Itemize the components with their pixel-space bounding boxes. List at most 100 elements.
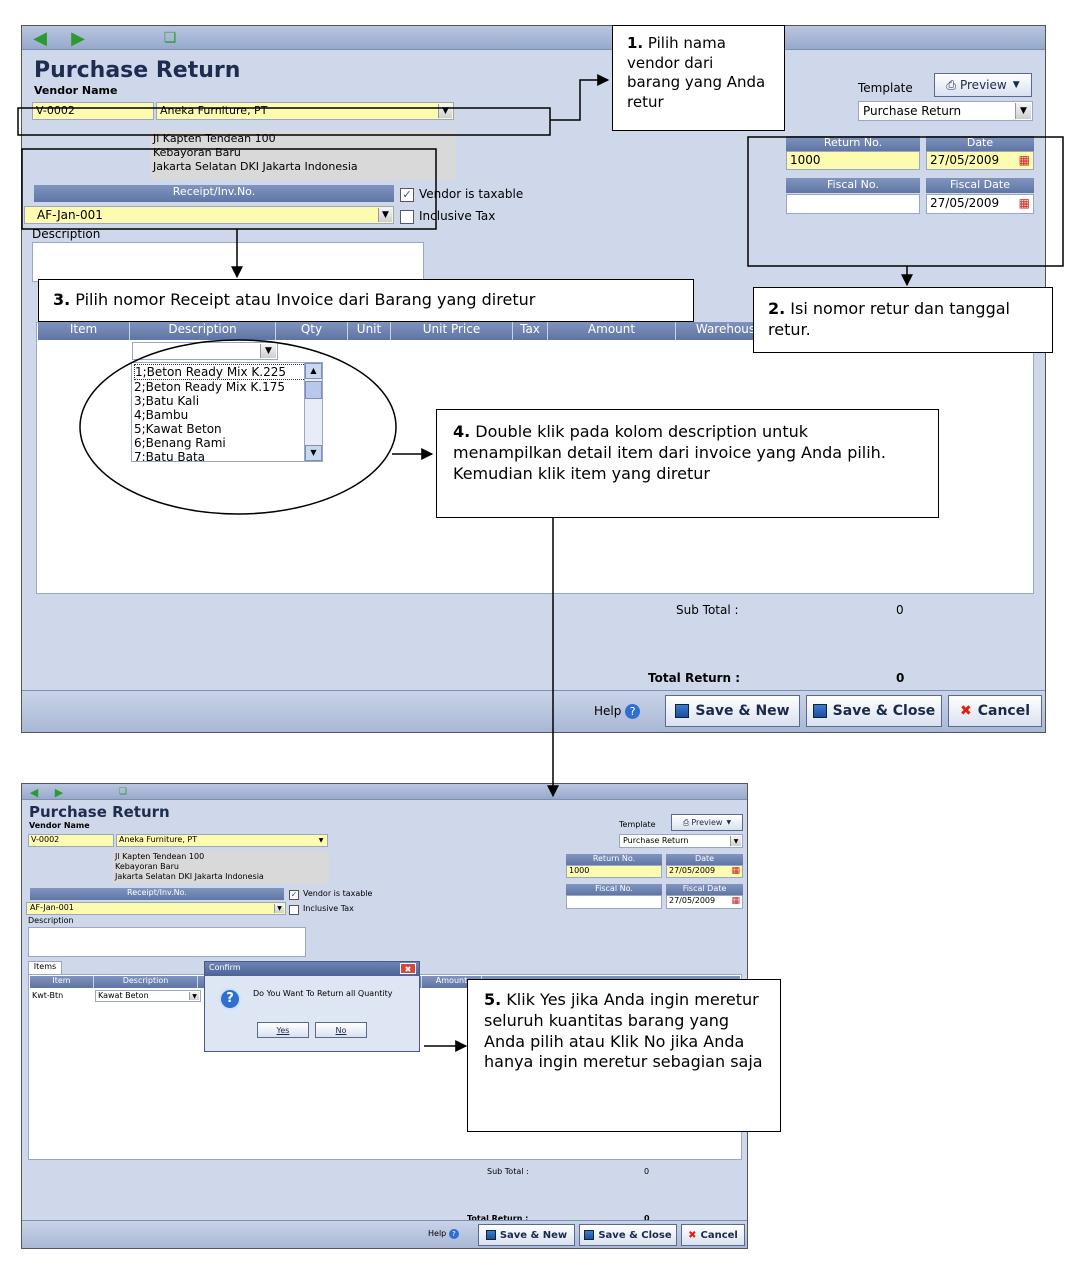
row-description-select[interactable]: Kawat Beton▼ (95, 990, 201, 1002)
return-no-header: Return No. (566, 854, 662, 865)
vendor-name-select[interactable]: Aneka Furniture, PT▼ (156, 102, 454, 120)
confirm-titlebar: Confirm ✖ (205, 962, 419, 976)
fiscal-no-field[interactable] (566, 895, 662, 909)
confirm-title: Confirm (209, 963, 241, 972)
vendor-taxable-checkbox[interactable]: ✓ (400, 188, 414, 202)
close-icon[interactable]: ✖ (400, 963, 416, 974)
chevron-down-icon[interactable]: ▼ (438, 104, 452, 118)
chevron-down-icon[interactable]: ▼ (318, 837, 324, 844)
vendor-taxable-label: Vendor is taxable (419, 187, 524, 201)
vendor-name-value: Aneka Furniture, PT (119, 835, 198, 844)
description-label: Description (32, 227, 101, 241)
back-arrow-icon[interactable]: ◀ (29, 785, 39, 799)
tab-items[interactable]: Items (28, 961, 62, 974)
help-link[interactable]: Help ? (594, 704, 641, 719)
action-bar: Help ? Save & New Save & Close ✖Cancel (22, 1220, 747, 1248)
no-button[interactable]: No (315, 1022, 367, 1038)
purchase-return-window-1: ◀ ▶ ❏ Purchase Return Vendor Name V-0002… (21, 25, 1046, 733)
fiscal-date-header: Fiscal Date (666, 884, 743, 895)
vendor-id-field[interactable]: V-0002 (32, 102, 154, 120)
item-dropdown-list[interactable]: 1;Beton Ready Mix K.225 2;Beton Ready Mi… (131, 362, 323, 462)
back-arrow-icon[interactable]: ◀ (33, 27, 47, 49)
fiscal-date-value: 27/05/2009 (930, 196, 1000, 210)
fiscal-no-field[interactable] (786, 194, 920, 214)
save-icon (812, 704, 827, 718)
receipt-select[interactable]: AF-Jan-001▼ (24, 206, 394, 224)
dropdown-item[interactable]: 4;Bambu (134, 408, 189, 422)
callout-3-text: Pilih nomor Receipt atau Invoice dari Ba… (70, 290, 536, 309)
cancel-button[interactable]: ✖Cancel (948, 695, 1042, 727)
inclusive-tax-checkbox[interactable] (289, 905, 299, 915)
receipt-select[interactable]: AF-Jan-001▼ (26, 902, 286, 915)
calendar-icon[interactable]: ▦ (731, 866, 740, 876)
template-select[interactable]: Purchase Return▼ (858, 101, 1033, 121)
preview-button[interactable]: ⎙Preview▼ (934, 73, 1032, 97)
chevron-down-icon[interactable]: ▼ (378, 208, 392, 222)
date-field[interactable]: 27/05/2009▦ (666, 865, 743, 878)
dropdown-item[interactable]: 6;Benang Rami (134, 436, 226, 450)
calendar-icon[interactable]: ▦ (1018, 153, 1030, 167)
confirm-message: Do You Want To Return all Quantity (253, 989, 393, 998)
chevron-down-icon[interactable]: ▼ (730, 836, 741, 846)
cancel-button[interactable]: ✖Cancel (681, 1224, 745, 1246)
help-link[interactable]: Help ? (428, 1229, 459, 1239)
forward-arrow-icon[interactable]: ▶ (54, 785, 64, 799)
callout-step-1: 1. Pilih nama vendor dari barang yang An… (612, 25, 785, 131)
forward-arrow-icon[interactable]: ▶ (71, 27, 85, 49)
col-amount: Amount (548, 322, 676, 340)
fiscal-date-field[interactable]: 27/05/2009 ▦ (926, 194, 1034, 214)
template-select[interactable]: Purchase Return▼ (619, 834, 743, 848)
vendor-name-select[interactable]: Aneka Furniture, PT ▼ (116, 834, 328, 847)
date-field[interactable]: 27/05/2009▦ (926, 151, 1034, 170)
save-new-button[interactable]: Save & New (665, 695, 800, 727)
callout-step-2: 2. Isi nomor retur dan tanggal retur. (753, 287, 1053, 353)
calendar-icon[interactable]: ▦ (1018, 196, 1030, 210)
callout-step-3: 3. Pilih nomor Receipt atau Invoice dari… (38, 279, 694, 322)
preview-button[interactable]: ⎙Preview▼ (671, 814, 743, 831)
col-item: Item (30, 976, 94, 988)
chevron-down-icon[interactable]: ▼ (1015, 103, 1031, 119)
yes-button[interactable]: Yes (257, 1022, 309, 1038)
scroll-thumb[interactable] (305, 381, 322, 399)
dropdown-item[interactable]: 5;Kawat Beton (134, 422, 222, 436)
dropdown-scrollbar[interactable]: ▲ ▼ (304, 363, 322, 461)
description-cell-select[interactable]: ▼ (132, 342, 278, 360)
vendor-name-label: Vendor Name (34, 84, 118, 97)
save-close-button[interactable]: Save & Close (579, 1224, 677, 1246)
chevron-down-icon[interactable]: ▼ (189, 992, 199, 1000)
callout-4-text: Double klik pada kolom description untuk… (453, 422, 886, 483)
vendor-id-field[interactable]: V-0002 (28, 834, 114, 847)
fiscal-date-field[interactable]: 27/05/2009▦ (666, 895, 743, 909)
chevron-down-icon: ▼ (1012, 80, 1020, 90)
save-icon (675, 704, 690, 718)
description-input[interactable] (32, 242, 424, 282)
total-return-value: 0 (896, 671, 905, 685)
chevron-down-icon[interactable]: ▼ (260, 344, 276, 358)
template-label: Template (619, 820, 656, 829)
dropdown-item[interactable]: 2;Beton Ready Mix K.175 (134, 380, 286, 394)
scroll-up-icon[interactable]: ▲ (305, 363, 322, 379)
dropdown-item[interactable]: 1;Beton Ready Mix K.225 (134, 364, 320, 380)
scroll-down-icon[interactable]: ▼ (305, 445, 322, 461)
callout-1-text: Pilih nama vendor dari barang yang Anda … (627, 34, 766, 111)
save-new-button[interactable]: Save & New (478, 1224, 575, 1246)
vendor-taxable-checkbox[interactable]: ✓ (289, 890, 299, 900)
chevron-down-icon[interactable]: ▼ (274, 904, 284, 913)
calendar-icon[interactable]: ▦ (731, 896, 740, 906)
dropdown-item[interactable]: 3;Batu Kali (134, 394, 200, 408)
return-no-field[interactable]: 1000 (786, 151, 920, 170)
confirm-dialog: Confirm ✖ ? Do You Want To Return all Qu… (204, 961, 420, 1052)
copy-icon[interactable]: ❏ (118, 787, 128, 797)
return-no-field[interactable]: 1000 (566, 865, 662, 878)
help-icon: ? (625, 704, 641, 719)
page-title: Purchase Return (29, 803, 170, 821)
col-unit-price: Unit Price (391, 322, 513, 340)
subtotal-value: 0 (896, 603, 904, 617)
dropdown-item[interactable]: 7;Batu Bata (134, 450, 206, 462)
copy-icon[interactable]: ❏ (163, 30, 177, 46)
vendor-id-value: V-0002 (36, 104, 75, 117)
inclusive-tax-checkbox[interactable] (400, 210, 414, 224)
vendor-name-label: Vendor Name (29, 821, 90, 830)
save-close-button[interactable]: Save & Close (806, 695, 942, 727)
description-input[interactable] (28, 927, 306, 957)
